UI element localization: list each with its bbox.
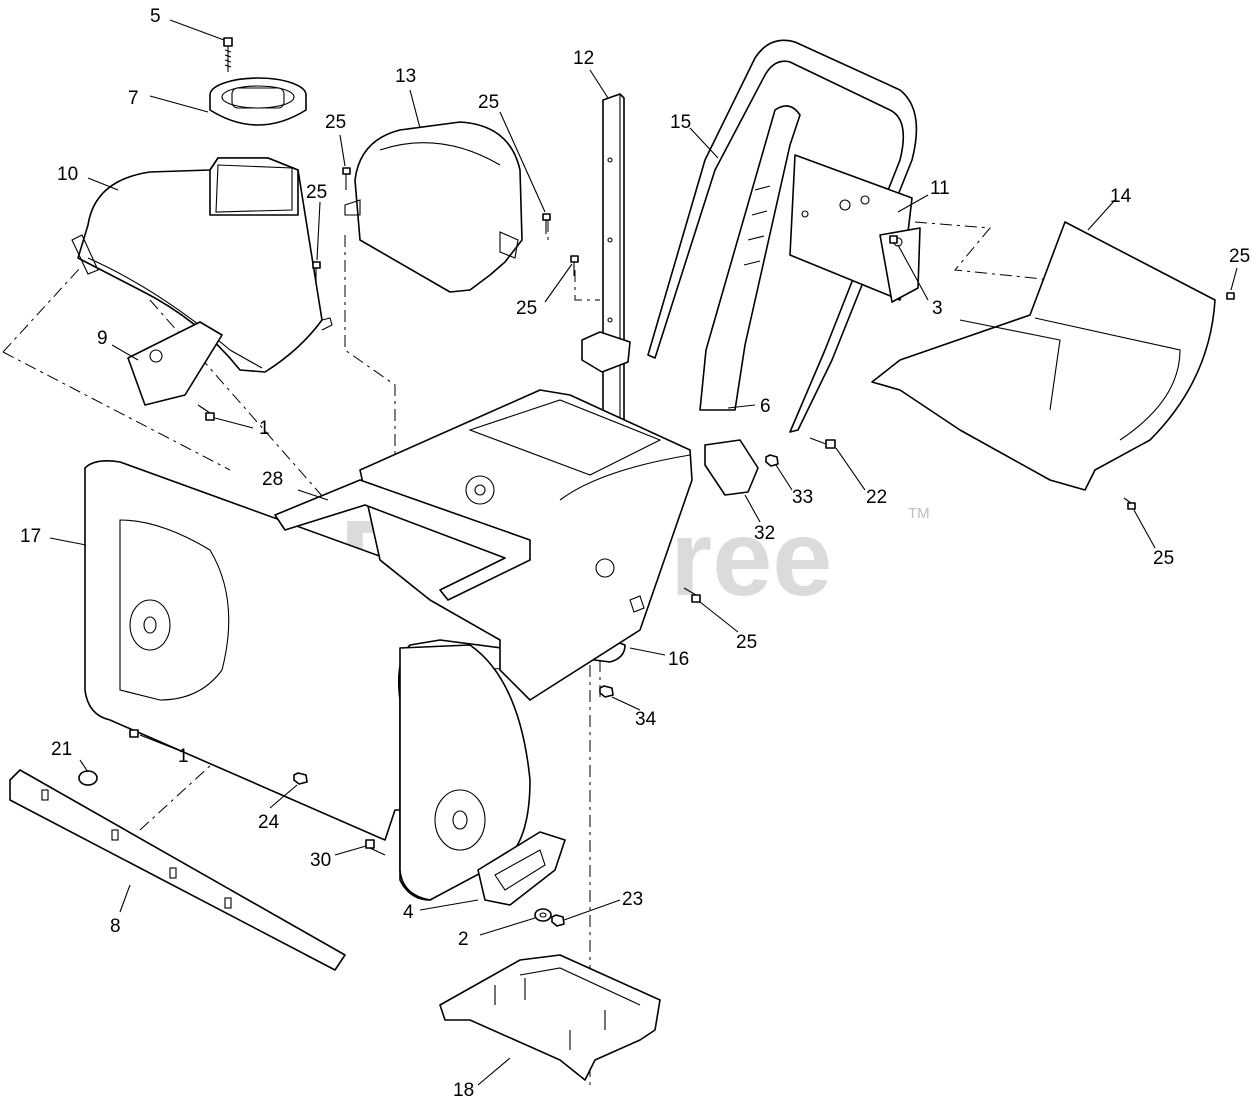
callout-23: 23 xyxy=(622,889,643,910)
callout-5: 5 xyxy=(150,6,161,27)
cap-21 xyxy=(78,770,98,786)
bolt-25-c xyxy=(542,213,551,234)
part-18-base xyxy=(439,954,661,1081)
nut-23 xyxy=(551,914,565,927)
callout-25-c: 25 xyxy=(478,92,499,113)
part-32-bracket xyxy=(704,439,759,496)
callout-25-b: 25 xyxy=(306,182,327,203)
part-15-handle xyxy=(647,39,918,433)
bolt-25-g xyxy=(1123,497,1136,510)
bolt-25-b xyxy=(312,261,321,284)
part-11-control-panel xyxy=(789,154,913,301)
nut-33 xyxy=(765,454,779,467)
callout-33: 33 xyxy=(792,487,813,508)
callout-24: 24 xyxy=(258,812,280,833)
callout-8: 8 xyxy=(110,916,121,937)
part-28-bracket xyxy=(274,479,531,601)
callout-12: 12 xyxy=(573,48,594,69)
part-9-chute-bracket xyxy=(127,321,223,406)
callout-1-a: 1 xyxy=(259,418,270,439)
part-8-scraper-bar xyxy=(9,769,346,971)
callout-1-b: 1 xyxy=(178,746,189,767)
callout-2: 2 xyxy=(458,929,469,950)
watermark-trademark: TM xyxy=(908,505,930,522)
part-5-screw xyxy=(223,37,233,72)
callout-25-d: 25 xyxy=(516,298,537,319)
part-14-rear-cover xyxy=(871,221,1216,491)
nut-24 xyxy=(293,772,308,785)
part-6-shave-plate xyxy=(699,105,801,411)
part-4-skid-shoe xyxy=(477,831,566,906)
bolt-25-e xyxy=(683,587,701,603)
part-10-discharge-chute xyxy=(71,157,333,373)
callout-30: 30 xyxy=(310,850,331,871)
callout-22: 22 xyxy=(866,487,887,508)
callout-17: 17 xyxy=(20,526,41,547)
callout-6: 6 xyxy=(760,396,771,417)
callout-25-e: 25 xyxy=(736,632,757,653)
bolt-1-b xyxy=(129,729,139,738)
part-7-chute-ring xyxy=(209,77,307,126)
callout-16: 16 xyxy=(668,649,689,670)
part-3-bracket xyxy=(879,227,921,303)
callout-3: 3 xyxy=(932,298,943,319)
washer-2 xyxy=(534,908,552,922)
hardware xyxy=(78,167,1235,927)
bolt-25-a xyxy=(342,167,351,190)
part-12-tube xyxy=(581,93,631,433)
callout-18: 18 xyxy=(453,1080,474,1101)
callout-34: 34 xyxy=(635,709,657,730)
callout-7: 7 xyxy=(128,88,139,109)
bolt-25-d xyxy=(570,255,579,276)
callout-14: 14 xyxy=(1110,186,1132,207)
callout-28: 28 xyxy=(262,469,283,490)
nut-34 xyxy=(599,685,614,698)
bolt-25-f xyxy=(1226,292,1235,300)
callout-11: 11 xyxy=(930,178,950,199)
callout-4: 4 xyxy=(403,902,414,923)
callout-15: 15 xyxy=(670,112,691,133)
leader-lines xyxy=(49,19,1238,1086)
callout-13: 13 xyxy=(395,66,416,87)
part-17-auger-housing xyxy=(84,460,626,901)
bolt-1-a xyxy=(197,404,215,421)
bolt-30 xyxy=(365,839,386,856)
callout-32: 32 xyxy=(754,523,775,544)
callout-25-a: 25 xyxy=(325,112,346,133)
callout-25-g: 25 xyxy=(1153,548,1174,569)
callout-10: 10 xyxy=(57,164,78,185)
callout-25-f: 25 xyxy=(1229,246,1250,267)
callout-labels: 5 7 10 25 25 25 25 25 25 25 13 12 15 11 … xyxy=(20,6,1250,1101)
callout-9: 9 xyxy=(97,328,108,349)
callout-21: 21 xyxy=(51,739,72,760)
bolt-3 xyxy=(889,235,898,244)
bolt-22 xyxy=(809,437,836,449)
part-13-belt-cover xyxy=(344,121,523,293)
